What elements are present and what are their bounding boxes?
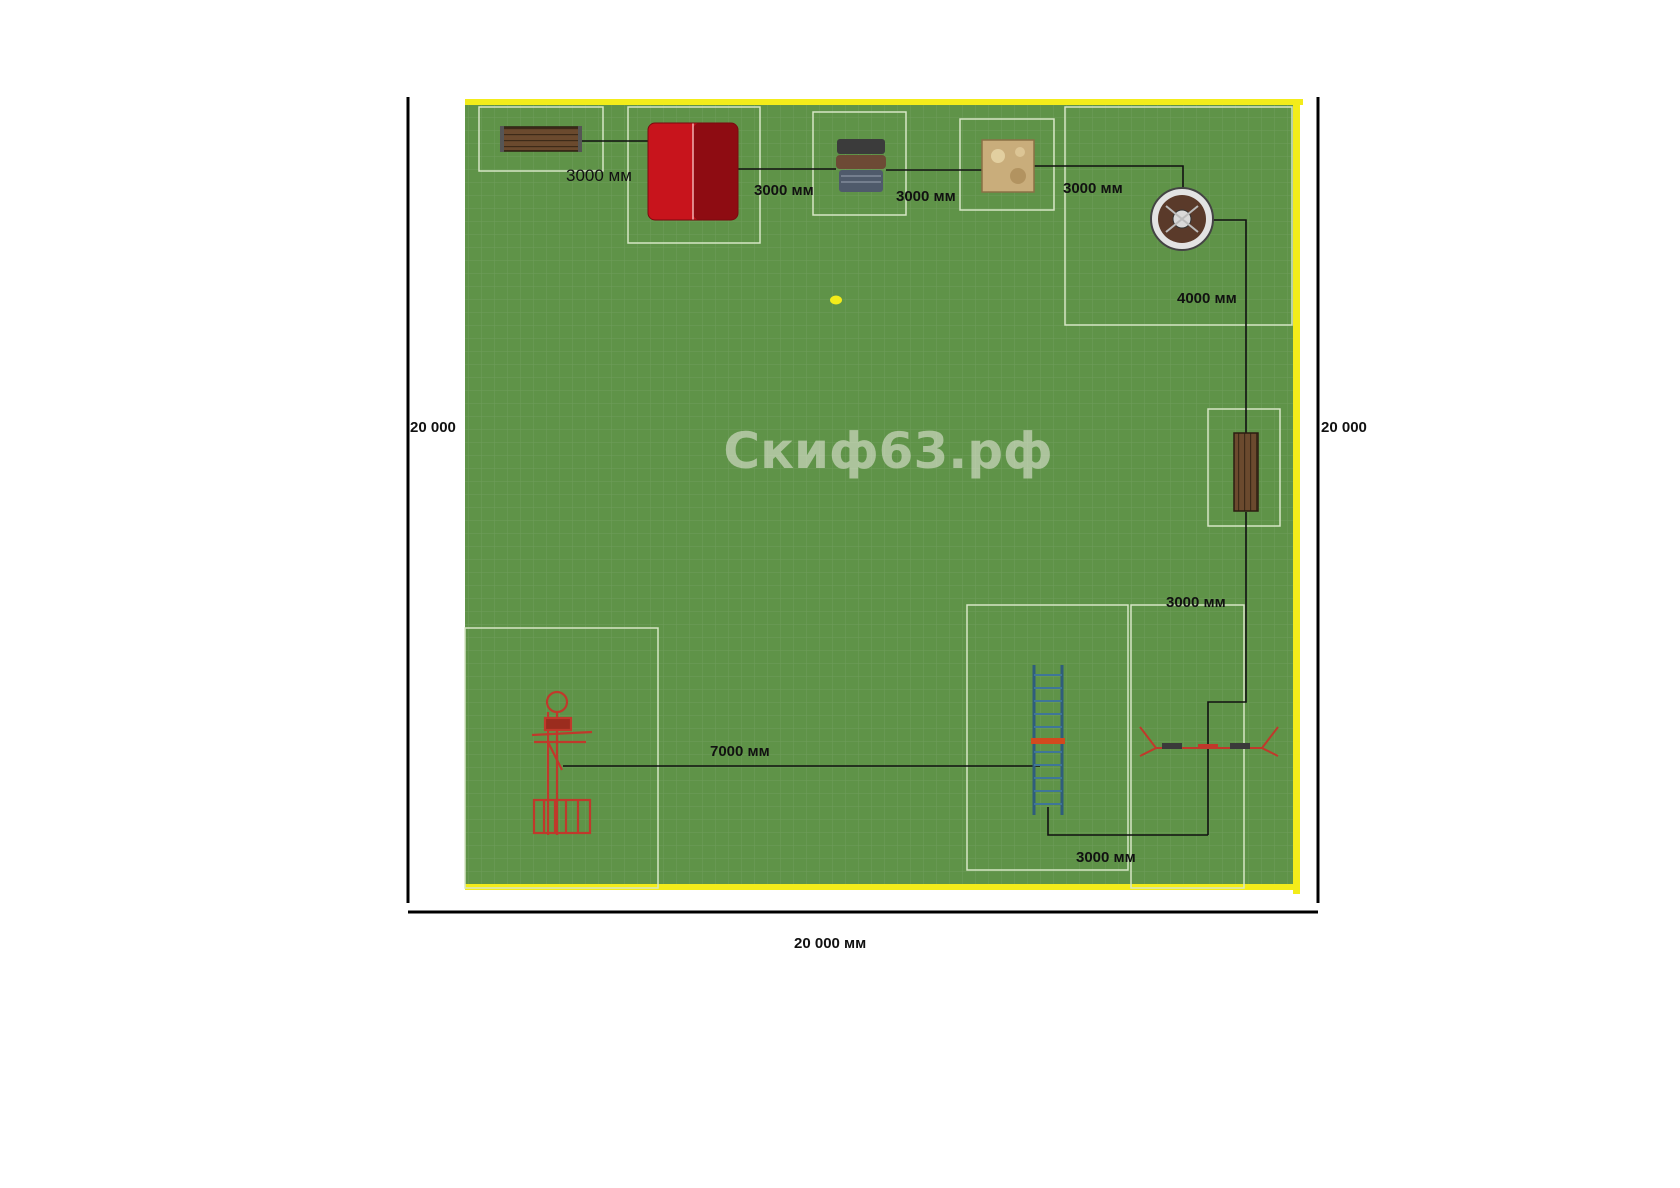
border-top	[465, 99, 1303, 105]
overall-dimensions	[406, 97, 1320, 914]
marker-icon	[830, 295, 842, 305]
round-table-icon	[1150, 187, 1214, 251]
grill-icon	[836, 139, 886, 192]
distance-label: 3000 мм	[754, 182, 814, 199]
balance-beam-icon	[1139, 726, 1279, 757]
distance-label: 3000 мм	[896, 188, 956, 205]
horizontal-ladder-icon	[1031, 665, 1065, 815]
distance-label: 3000 мм	[1063, 180, 1123, 197]
sport-complex-icon	[531, 690, 593, 835]
overall-bottom-label: 20 000 мм	[794, 935, 866, 952]
sandbox-icon	[981, 139, 1035, 193]
border-bottom	[465, 884, 1300, 890]
gazebo-icon	[647, 122, 739, 221]
overall-right-label: 20 000	[1321, 419, 1367, 436]
distance-label: 3000 мм	[566, 166, 632, 185]
bench-icon	[500, 126, 582, 152]
distance-label: 4000 мм	[1177, 290, 1237, 307]
watermark: Скиф63.рф	[723, 422, 1052, 480]
safety-zones	[464, 106, 1293, 889]
distance-label: 3000 мм	[1076, 849, 1136, 866]
bench-vertical-icon	[1233, 432, 1259, 512]
distance-label: 7000 мм	[710, 743, 770, 760]
border-right	[1293, 99, 1300, 894]
distance-label: 3000 мм	[1166, 594, 1226, 611]
overall-left-label: 20 000	[410, 419, 456, 436]
